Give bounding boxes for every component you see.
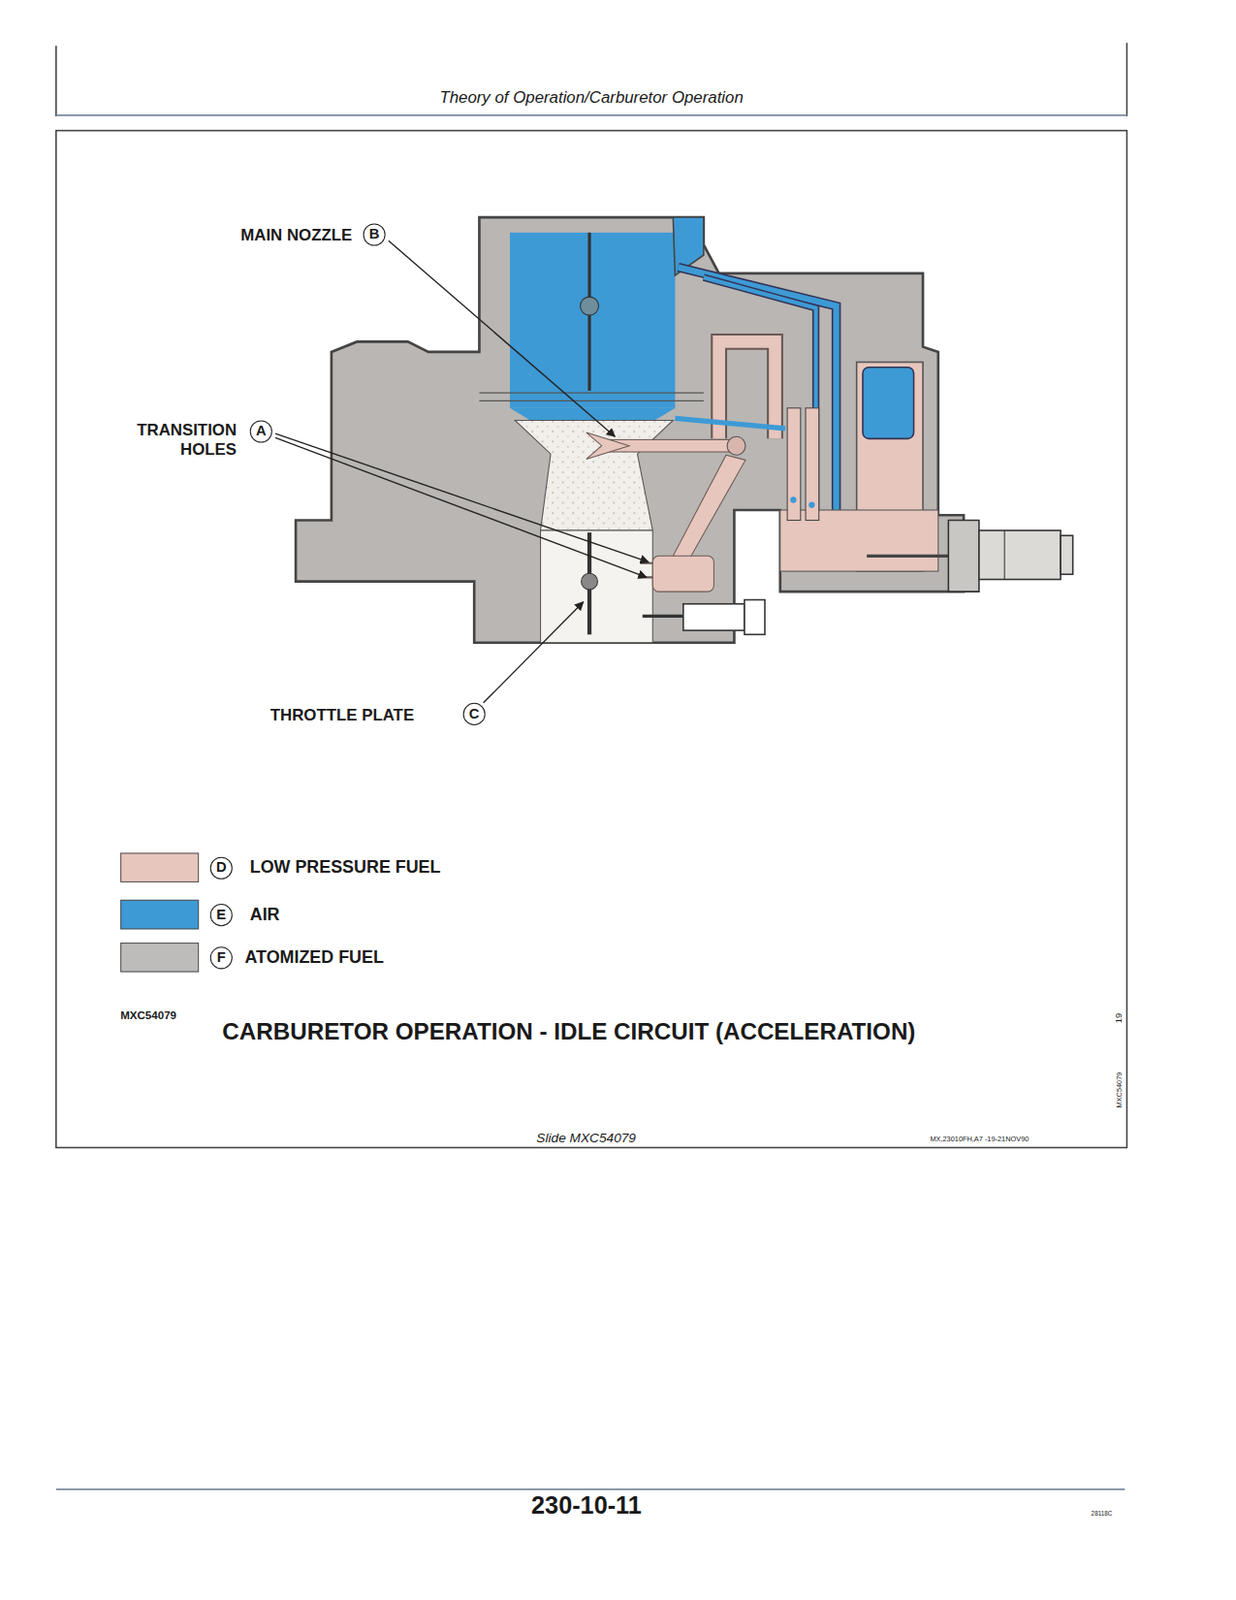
figure-id: MXC54079 — [120, 1008, 177, 1021]
page-header: Theory of Operation/Carburetor Operation — [439, 89, 743, 108]
callout-letter: C — [463, 702, 486, 726]
legend-swatch — [120, 942, 199, 973]
legend-text: LOW PRESSURE FUEL — [250, 857, 442, 879]
page-frame — [56, 42, 1128, 1490]
side-number: 19 — [1113, 1013, 1125, 1024]
legend-text: ATOMIZED FUEL — [244, 947, 383, 968]
legend-letter: E — [210, 903, 233, 926]
leader-lines — [275, 240, 649, 703]
callout-letter: A — [250, 419, 273, 443]
carburetor-body — [295, 217, 1074, 643]
side-figure-id: MXC54079 — [1114, 1071, 1122, 1108]
slide-id: Slide MXC54079 — [536, 1129, 636, 1145]
document-code: MX,23010FH,A7 -19-21NOV90 — [929, 1134, 1029, 1141]
legend-text: AIR — [250, 904, 281, 925]
callout-letter: B — [363, 222, 386, 246]
print-code: 28118C — [1091, 1510, 1113, 1517]
legend-swatch — [120, 852, 199, 883]
part-name: TRANSITION HOLES — [109, 419, 237, 459]
figure-caption: CARBURETOR OPERATION - IDLE CIRCUIT (ACC… — [221, 1016, 916, 1045]
part-name: THROTTLE PLATE — [270, 705, 414, 725]
page-number: 230-10-11 — [531, 1490, 642, 1520]
legend-letter: F — [210, 946, 233, 969]
part-name: MAIN NOZZLE — [240, 226, 352, 246]
legend-letter: D — [210, 856, 233, 880]
legend-swatch — [120, 899, 199, 930]
